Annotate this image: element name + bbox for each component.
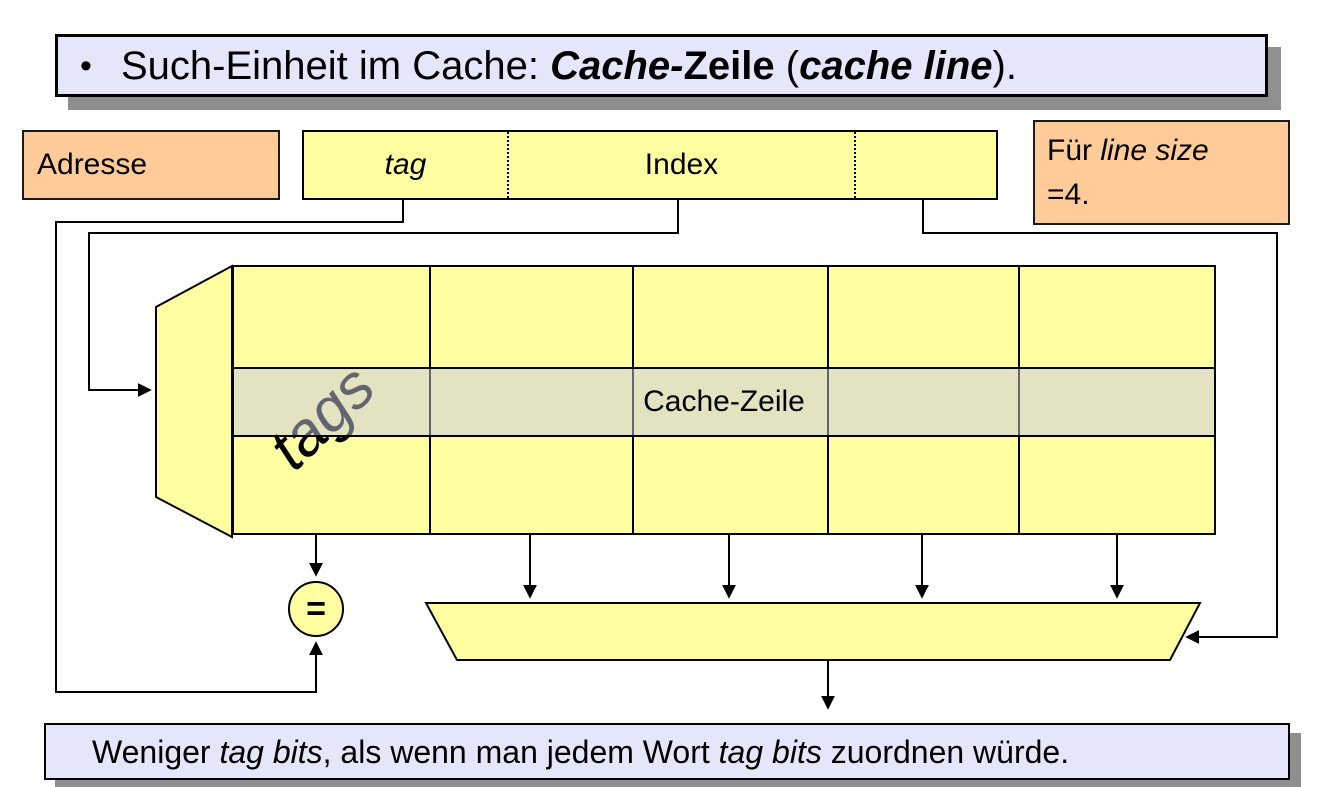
cache-line-row-label: Cache-Zeile [643, 385, 805, 418]
note-line-size-italic: line size [1100, 134, 1209, 167]
title-box: • Such-Einheit im Cache: Cache-Zeile (ca… [55, 34, 1268, 97]
tag-field-label: tag [384, 148, 427, 181]
bullet-marker: • [80, 46, 92, 85]
title-paren-open: ( [774, 43, 800, 88]
adresse-label: Adresse [37, 148, 148, 181]
cache-array: tags Cache-Zeile [232, 265, 1216, 535]
footer-tagbits-italic1: tag bits [219, 733, 323, 770]
title-cacheline-bold-italic: cache line [799, 43, 993, 88]
address-offset-field [854, 132, 996, 198]
cache-line-row: Cache-Zeile [234, 367, 1214, 437]
address-field-bar: tag Index [302, 130, 998, 200]
line-size-note-line1: Für line size [1047, 129, 1288, 173]
page-title: Such-Einheit im Cache: Cache-Zeile (cach… [121, 46, 1017, 86]
address-tag-field: tag [304, 132, 507, 198]
equals-symbol: = [306, 589, 326, 628]
index-field-label: Index [644, 148, 719, 181]
footer-part3: zuordnen würde. [821, 733, 1070, 770]
footer-part1: Weniger [92, 733, 220, 770]
tag-comparator: = [288, 581, 344, 637]
note-prefix: Für [1047, 134, 1101, 167]
title-prefix: Such-Einheit im Cache: [121, 43, 551, 88]
title-zeile-bold: Zeile [683, 43, 775, 88]
index-to-cache-wire [88, 200, 679, 397]
line-size-note-box: Für line size =4. [1033, 120, 1290, 225]
tags-funnel-shape [155, 264, 233, 539]
footer-box: Weniger tag bits, als wenn man jedem Wor… [44, 723, 1290, 780]
address-index-field: Index [507, 132, 854, 198]
footer-part2: , als wenn man jedem Wort [322, 733, 719, 770]
title-cache-bold-italic: Cache- [550, 43, 684, 88]
tag-to-comparator-wire [55, 200, 404, 693]
footer-text: Weniger tag bits, als wenn man jedem Wor… [92, 736, 1069, 768]
adresse-box: Adresse [22, 130, 280, 200]
footer-tagbits-italic2: tag bits [718, 733, 822, 770]
multiplexer-shape [424, 602, 1202, 661]
line-size-note-line2: =4. [1047, 178, 1090, 211]
title-suffix: ). [992, 43, 1017, 88]
offset-to-mux-wire [922, 200, 1278, 644]
